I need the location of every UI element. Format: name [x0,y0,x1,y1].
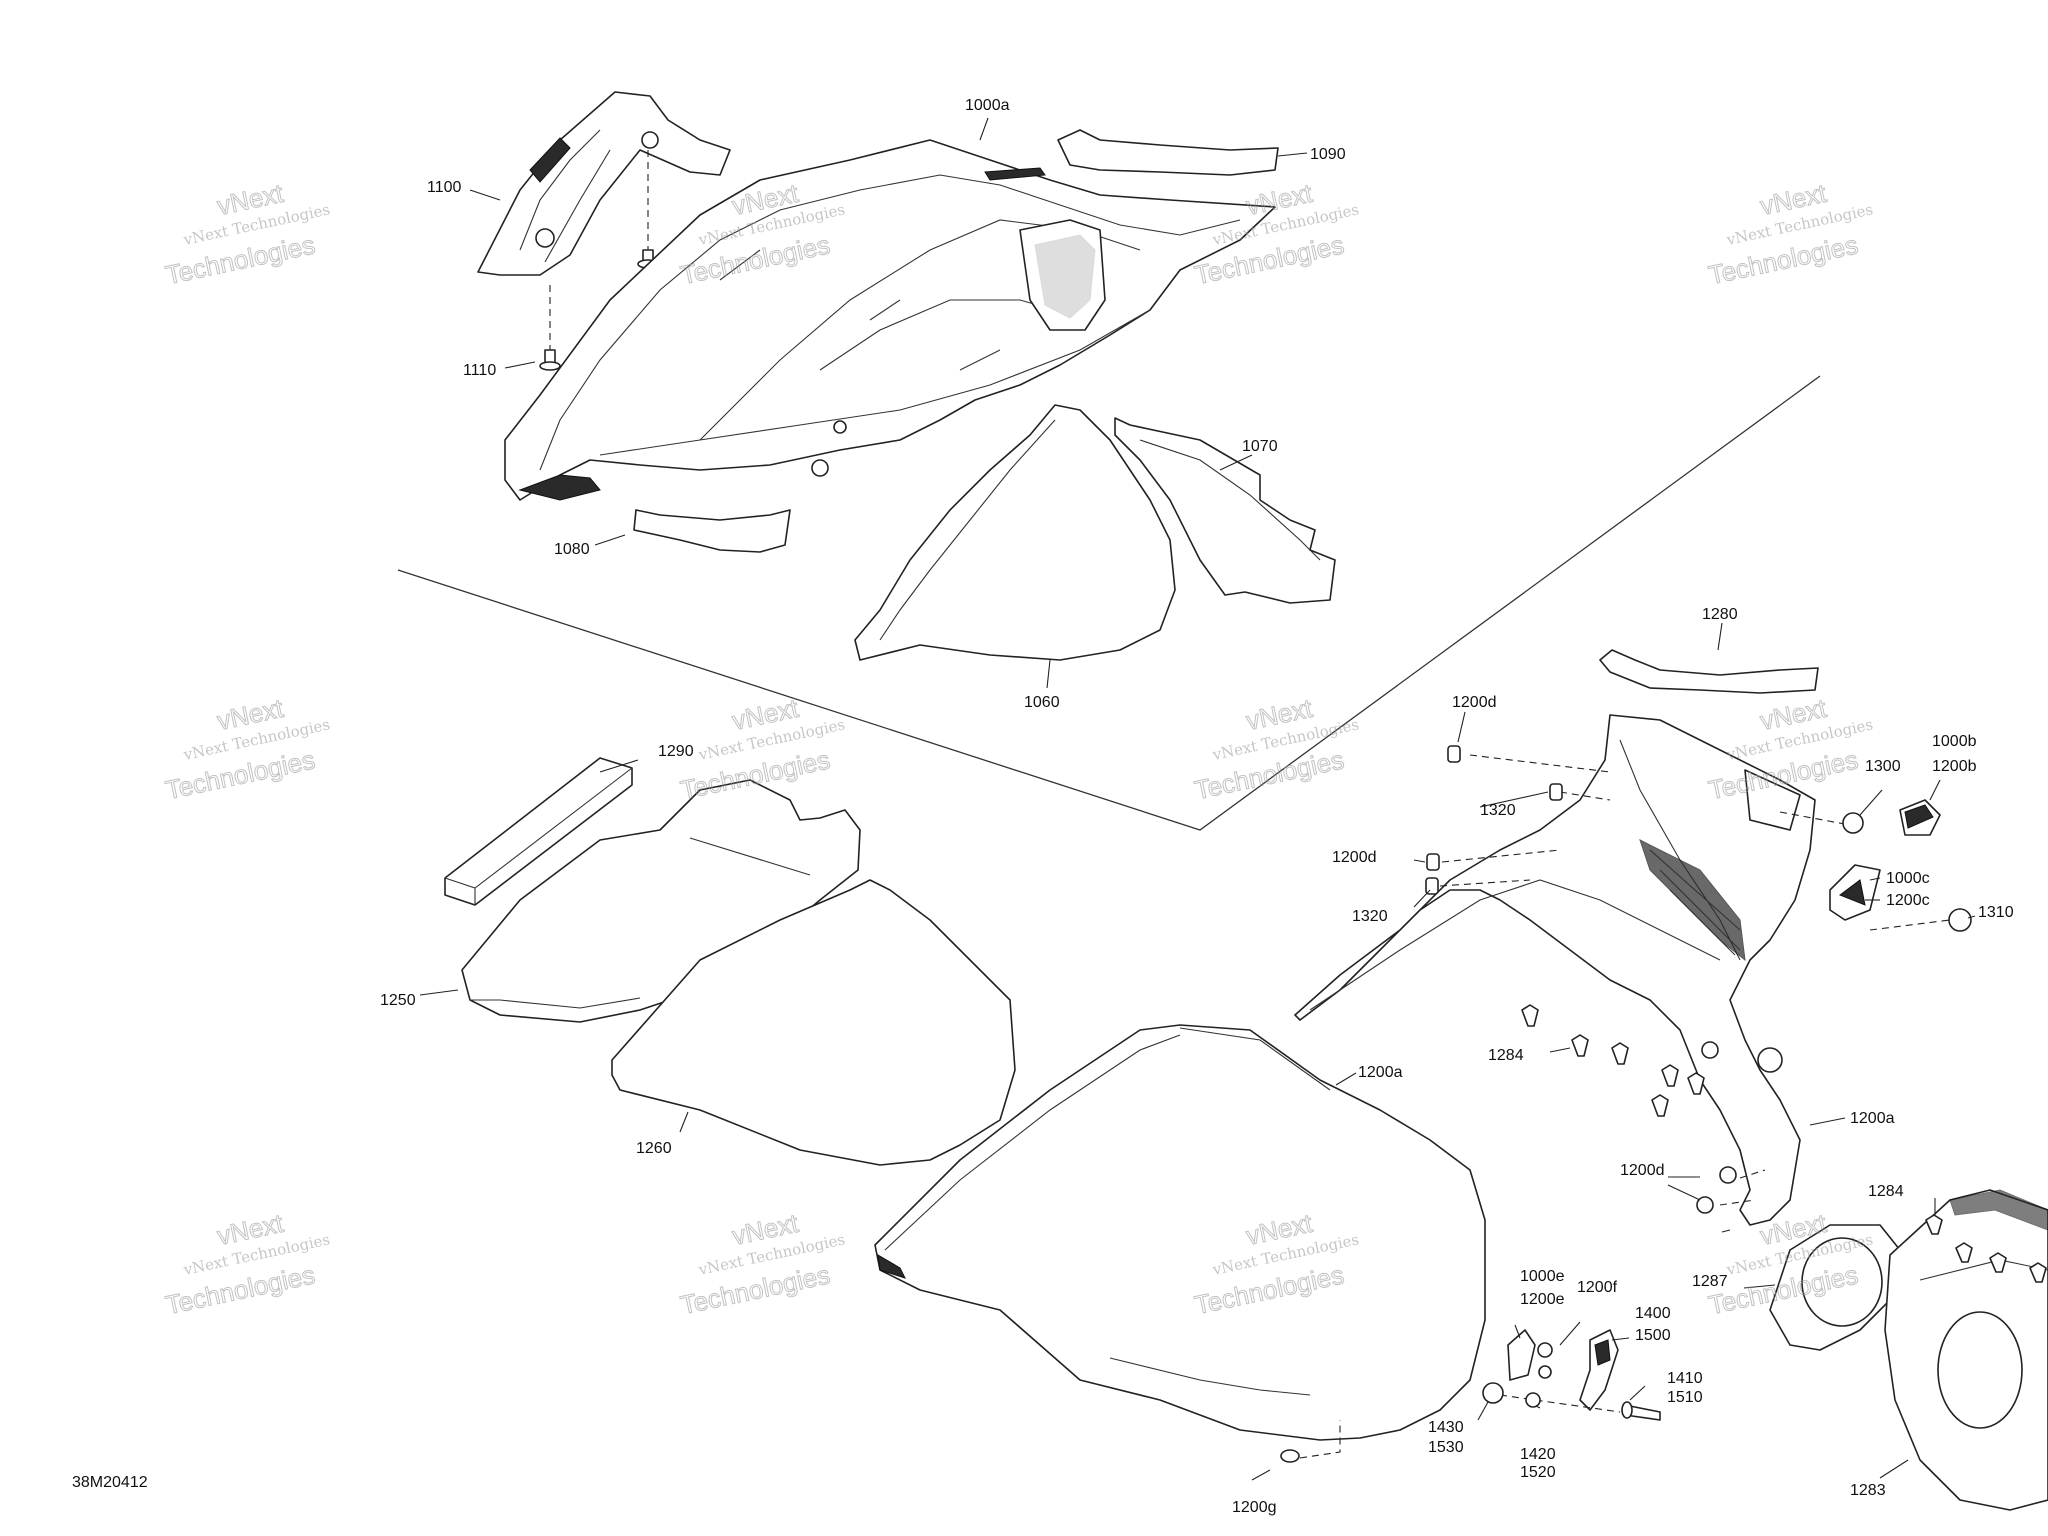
fasteners-right[interactable] [1425,745,1972,1214]
part-label-1320[interactable]: 1320 [1352,908,1388,925]
part-label-1200d[interactable]: 1200d [1332,849,1377,866]
part-label-1420[interactable]: 1420 [1520,1446,1556,1463]
part-label-1283[interactable]: 1283 [1850,1482,1886,1499]
part-label-1410[interactable]: 1410 [1667,1370,1703,1387]
part-label-1000b[interactable]: 1000b [1932,733,1977,750]
part-label-1500[interactable]: 1500 [1635,1327,1671,1344]
part-label-1430[interactable]: 1430 [1428,1419,1464,1436]
leader-lines [419,117,1976,1481]
fasteners-bottom[interactable] [1280,1329,1661,1463]
part-1283-housing[interactable] [1884,1189,2048,1511]
part-label-1000c[interactable]: 1000c [1886,870,1930,887]
part-label-1200g[interactable]: 1200g [1232,1499,1277,1516]
part-1280-strip[interactable] [1599,649,1819,694]
part-label-1200c[interactable]: 1200c [1886,892,1930,909]
part-label-1260[interactable]: 1260 [636,1140,672,1157]
part-label-1284[interactable]: 1284 [1868,1183,1904,1200]
diagram-code: 38M20412 [72,1474,148,1491]
part-label-1200e[interactable]: 1200e [1520,1291,1565,1308]
part-label-1000a[interactable]: 1000a [965,97,1010,114]
part-label-1000e[interactable]: 1000e [1520,1268,1565,1285]
part-label-1110[interactable]: 1110 [463,362,496,379]
part-label-1200a[interactable]: 1200a [1850,1110,1895,1127]
part-1284-screws-b[interactable] [1925,1214,2047,1283]
part-label-1300[interactable]: 1300 [1865,758,1901,775]
part-label-1090[interactable]: 1090 [1310,146,1346,163]
part-label-1060[interactable]: 1060 [1024,694,1060,711]
part-1287-ring[interactable] [1769,1224,1901,1351]
part-label-1200b[interactable]: 1200b [1932,758,1977,775]
part-1000a-upper-fairing[interactable] [504,139,1276,501]
part-label-1200d[interactable]: 1200d [1452,694,1497,711]
part-labels: 1000a 1090 1100 1110 1070 1080 1060 1280… [72,97,2014,1516]
part-1000a-1200a-right-fairing[interactable] [1294,714,1816,1226]
part-label-1250[interactable]: 1250 [380,992,416,1009]
part-1260-pad[interactable] [611,879,1016,1166]
section-separator-lines [397,375,1821,831]
part-label-1287[interactable]: 1287 [1692,1273,1728,1290]
part-label-1510[interactable]: 1510 [1667,1389,1703,1406]
part-1060-panel[interactable] [854,404,1176,661]
part-label-1520[interactable]: 1520 [1520,1464,1556,1481]
part-label-1070[interactable]: 1070 [1242,438,1278,455]
part-label-1200a[interactable]: 1200a [1358,1064,1403,1081]
part-label-1200d[interactable]: 1200d [1620,1162,1665,1179]
part-label-1290[interactable]: 1290 [658,743,694,760]
part-1200a-lower-fairing[interactable] [874,1024,1486,1441]
part-1080-strip[interactable] [633,509,791,553]
part-label-1280[interactable]: 1280 [1702,606,1738,623]
part-1100-bracket[interactable] [477,91,731,276]
part-label-1100[interactable]: 1100 [427,179,462,196]
part-label-1400[interactable]: 1400 [1635,1305,1671,1322]
part-label-1320[interactable]: 1320 [1480,802,1516,819]
part-label-1530[interactable]: 1530 [1428,1439,1464,1456]
part-1090-strip[interactable] [1057,129,1279,176]
part-1070-side-pad[interactable] [1114,417,1336,604]
part-label-1284[interactable]: 1284 [1488,1047,1524,1064]
part-label-1080[interactable]: 1080 [554,541,590,558]
part-label-1200f[interactable]: 1200f [1577,1279,1618,1296]
part-label-1310[interactable]: 1310 [1978,904,2014,921]
part-1290-block[interactable] [444,757,633,906]
part-1284-screws-a[interactable] [1521,1004,1705,1117]
part-1250-pad[interactable] [461,779,861,1023]
